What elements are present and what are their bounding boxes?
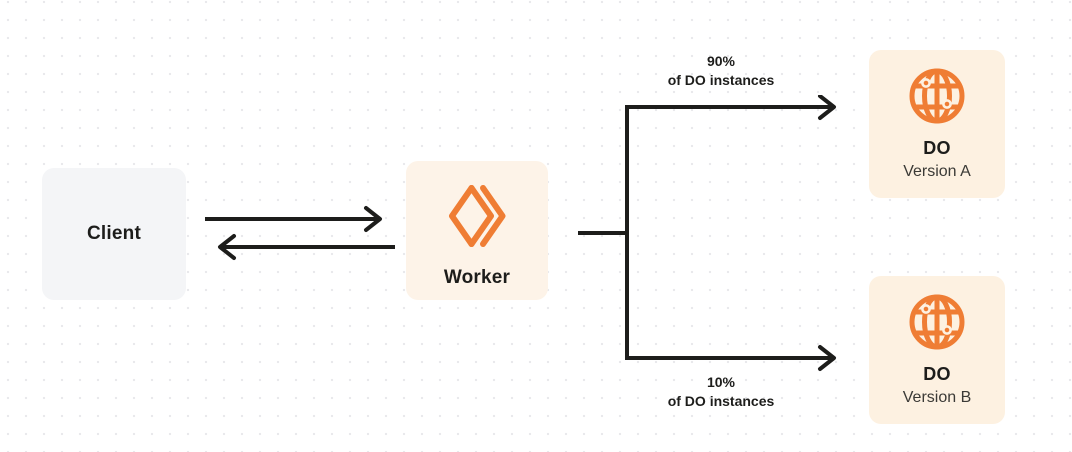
edge-label-do-b-percent: 10% bbox=[706, 374, 736, 390]
edge-to-do-b-arrow bbox=[625, 345, 836, 371]
edge-worker-to-client-arrow bbox=[218, 234, 395, 260]
node-client-label: Client bbox=[87, 223, 141, 244]
node-do-version-b[interactable]: DO Version B bbox=[869, 276, 1005, 424]
cloudflare-workers-logo-icon bbox=[446, 183, 508, 249]
edge-label-do-b-detail: of DO instances bbox=[667, 392, 775, 409]
node-worker-label: Worker bbox=[443, 267, 511, 288]
node-do-version-a-sublabel: Version A bbox=[903, 163, 971, 180]
edge-client-to-worker-arrow bbox=[205, 206, 382, 232]
node-worker[interactable]: Worker bbox=[406, 161, 548, 300]
node-do-version-b-sublabel: Version B bbox=[902, 389, 972, 406]
node-do-version-a[interactable]: DO Version A bbox=[869, 50, 1005, 198]
globe-icon bbox=[907, 292, 967, 352]
edge-label-do-a-percent: 90% bbox=[706, 53, 736, 69]
edge-to-do-a-arrow bbox=[625, 95, 836, 120]
edge-label-do-a: 90% of DO instances bbox=[628, 52, 814, 90]
node-do-version-b-label: DO bbox=[923, 364, 951, 384]
globe-icon bbox=[907, 66, 967, 126]
edge-label-do-b: 10% of DO instances bbox=[628, 373, 814, 411]
node-do-version-a-label: DO bbox=[923, 138, 951, 158]
edge-label-do-a-detail: of DO instances bbox=[667, 71, 775, 88]
edge-client-worker-pair bbox=[205, 206, 395, 260]
edge-worker-split-connector bbox=[578, 95, 836, 371]
node-client[interactable]: Client bbox=[42, 168, 186, 300]
